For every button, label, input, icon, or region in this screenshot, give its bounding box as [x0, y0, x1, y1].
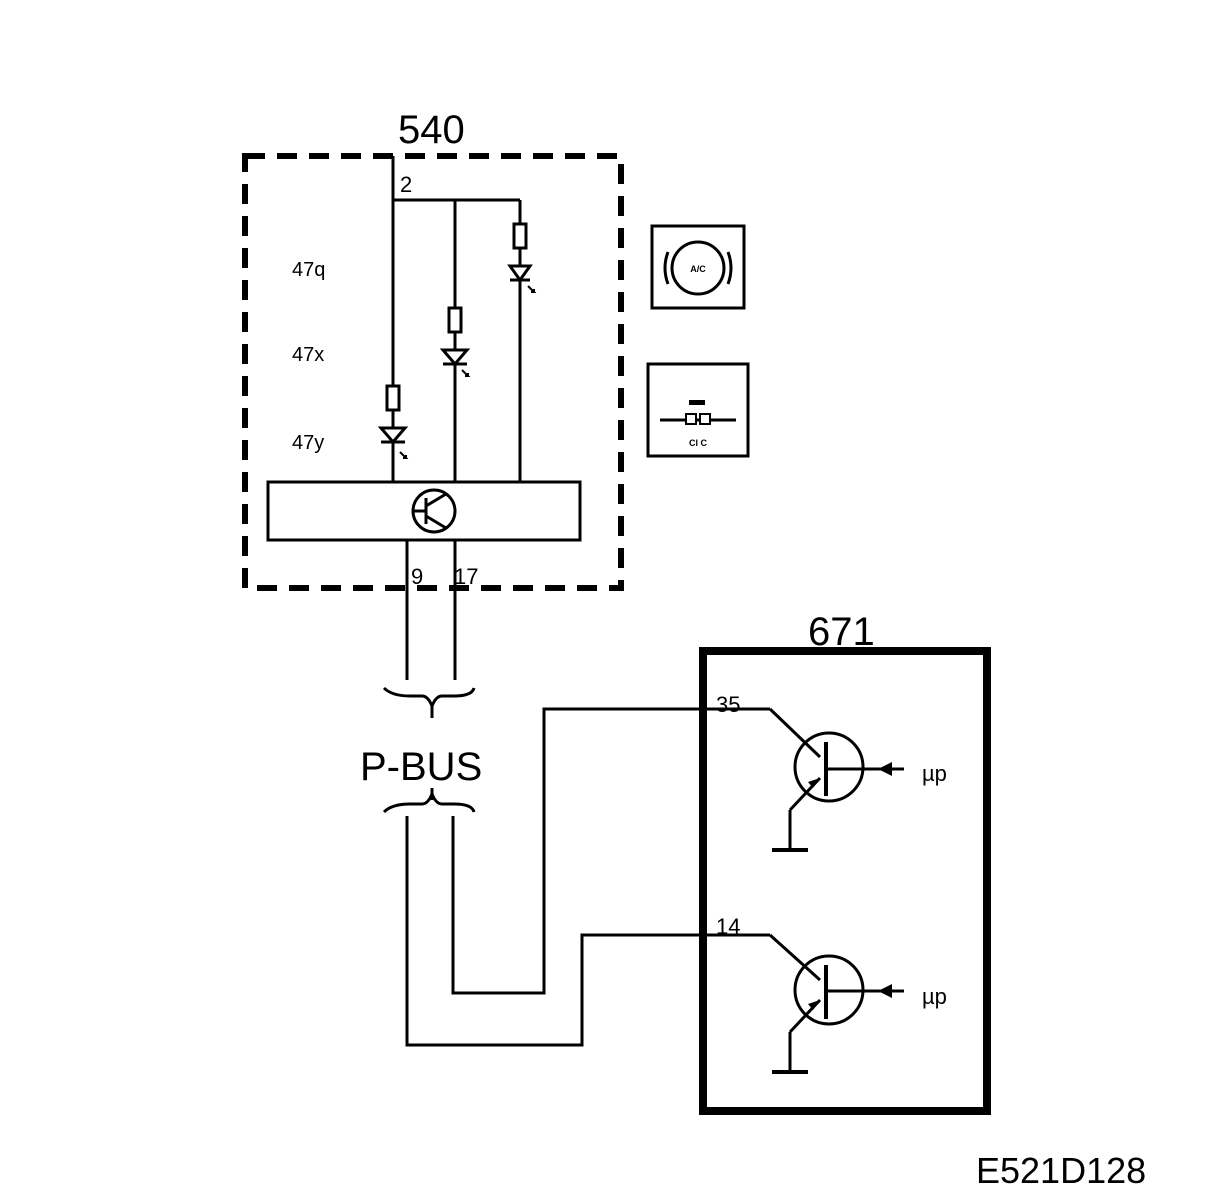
- component-540-dashed-boundary: [242, 153, 624, 591]
- transistor-upper-icon: [768, 707, 904, 852]
- transistor-lower-icon: [768, 933, 904, 1074]
- bus-brace-bottom: [382, 789, 476, 814]
- svg-text:Cl C: Cl C: [689, 438, 708, 448]
- signal-upper-label: µp: [922, 761, 947, 786]
- svg-text:A/C: A/C: [690, 264, 706, 274]
- led-label-47q: 47q: [292, 259, 325, 281]
- component-671-boundary: [699, 647, 991, 1115]
- pin-9-label: 9: [411, 564, 423, 589]
- led-47x: [439, 306, 471, 377]
- pin-35-label: 35: [716, 692, 740, 717]
- recirculation-icon: Cl C: [646, 362, 750, 458]
- bus-brace-top: [382, 686, 476, 711]
- p-bus: P-BUS: [360, 686, 482, 814]
- transistor-icon: [411, 488, 457, 534]
- led-label-47y: 47y: [292, 432, 324, 454]
- component-540-label: 540: [398, 108, 465, 152]
- component-540: 540 2 47q 47x 47y: [242, 108, 624, 680]
- pin-17-label: 17: [454, 564, 478, 589]
- drawing-id: E521D128: [976, 1150, 1146, 1191]
- p-bus-label: P-BUS: [360, 745, 482, 789]
- component-671-label: 671: [808, 610, 875, 654]
- acc-icon: A/C: [650, 224, 746, 310]
- led-47q: [507, 222, 537, 293]
- bus-wires: [405, 707, 770, 1047]
- component-671: 671 35 14 µp µp: [699, 610, 991, 1115]
- pin-14-label: 14: [716, 914, 740, 939]
- pin-2-label: 2: [400, 172, 412, 197]
- led-47y: [377, 384, 409, 459]
- signal-lower-label: µp: [922, 984, 947, 1009]
- led-label-47x: 47x: [292, 344, 324, 366]
